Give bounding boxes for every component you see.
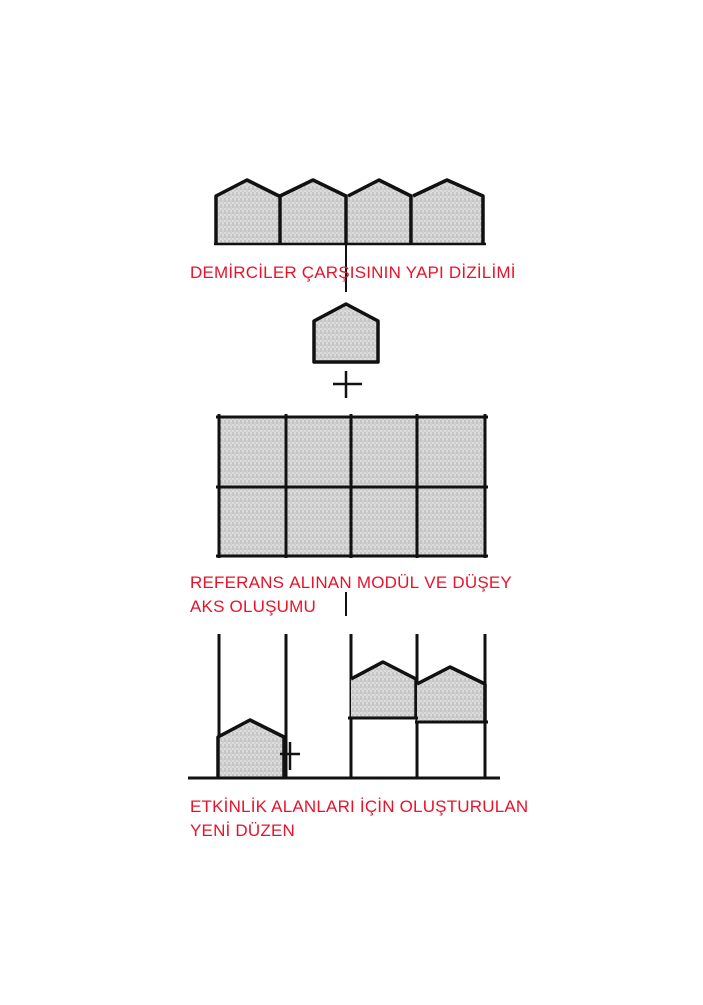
caption-word: VE [424, 573, 448, 592]
caption-module-axis: REFERANS ALINAN MODÜL VE DÜŞEY AKS OLUŞU… [190, 571, 512, 619]
caption-new-layout-line1: ETKİNLİK ALANLARI İÇİN OLUŞTURULAN [190, 797, 529, 816]
house-1 [214, 178, 280, 244]
caption-module-axis-line2: AKS OLUŞUMU [190, 597, 316, 616]
caption-new-layout-line2: YENİ DÜZEN [190, 821, 295, 840]
house-2 [278, 178, 348, 244]
house-row [214, 178, 486, 292]
caption-word: DÜŞEY [452, 573, 512, 592]
caption-row-layout: DEMİRCİLER ÇARŞISININ YAPI DİZİLİMİ [190, 263, 516, 282]
caption-new-layout: ETKİNLİK ALANLARI İÇİN OLUŞTURULAN YENİ … [190, 795, 528, 843]
plus-icon [333, 371, 362, 398]
house-3 [347, 178, 413, 244]
caption-word: ALINAN [289, 573, 352, 592]
caption-word: REFERANS [190, 573, 285, 592]
raised-house-2 [416, 665, 487, 722]
new-layout [188, 634, 500, 780]
raised-house-1 [350, 660, 418, 718]
caption-module-axis-line1: REFERANS ALINAN MODÜL VE DÜŞEY [190, 571, 512, 595]
module-grid [216, 414, 488, 616]
ground-house [216, 718, 286, 778]
small-plus-icon [280, 742, 300, 770]
single-house-module [312, 302, 380, 364]
caption-word: MODÜL [356, 573, 420, 592]
house-4 [412, 178, 485, 244]
